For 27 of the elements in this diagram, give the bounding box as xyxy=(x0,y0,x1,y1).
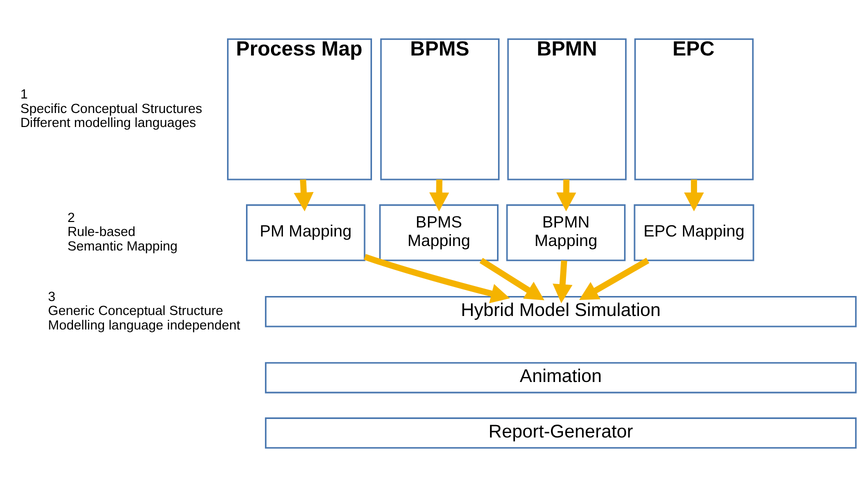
label: 1 xyxy=(20,86,28,102)
arrow xyxy=(364,254,510,304)
arrow xyxy=(429,180,450,212)
node-box: Report-Generator xyxy=(264,417,857,449)
arrow xyxy=(684,180,704,212)
label: Modelling language independent xyxy=(48,317,240,332)
node-box: PM Mapping xyxy=(246,204,366,262)
node-box: Animation xyxy=(264,362,857,394)
label: Different modelling languages xyxy=(20,115,196,130)
label: 2 xyxy=(67,210,75,225)
arrow xyxy=(552,260,572,304)
label: Rule-based xyxy=(67,224,136,240)
arrow xyxy=(556,180,576,212)
node-box: Process Map xyxy=(227,38,372,180)
node-box: BPMN xyxy=(507,38,627,180)
node-box: EPC xyxy=(634,38,754,180)
label: 3 xyxy=(48,288,56,304)
node-box: EPC Mapping xyxy=(634,204,754,262)
label: Semantic Mapping xyxy=(67,238,178,254)
node-box: Hybrid Model Simulation xyxy=(264,296,857,328)
node-box: BPMS xyxy=(380,38,500,180)
label: Generic Conceptual Structure xyxy=(48,303,224,318)
node-box: BPMN Mapping xyxy=(506,204,626,262)
arrow xyxy=(294,179,314,212)
node-box: BPMS Mapping xyxy=(379,204,499,262)
arrow xyxy=(579,258,650,300)
label: Specific Conceptual Structures xyxy=(20,100,202,116)
